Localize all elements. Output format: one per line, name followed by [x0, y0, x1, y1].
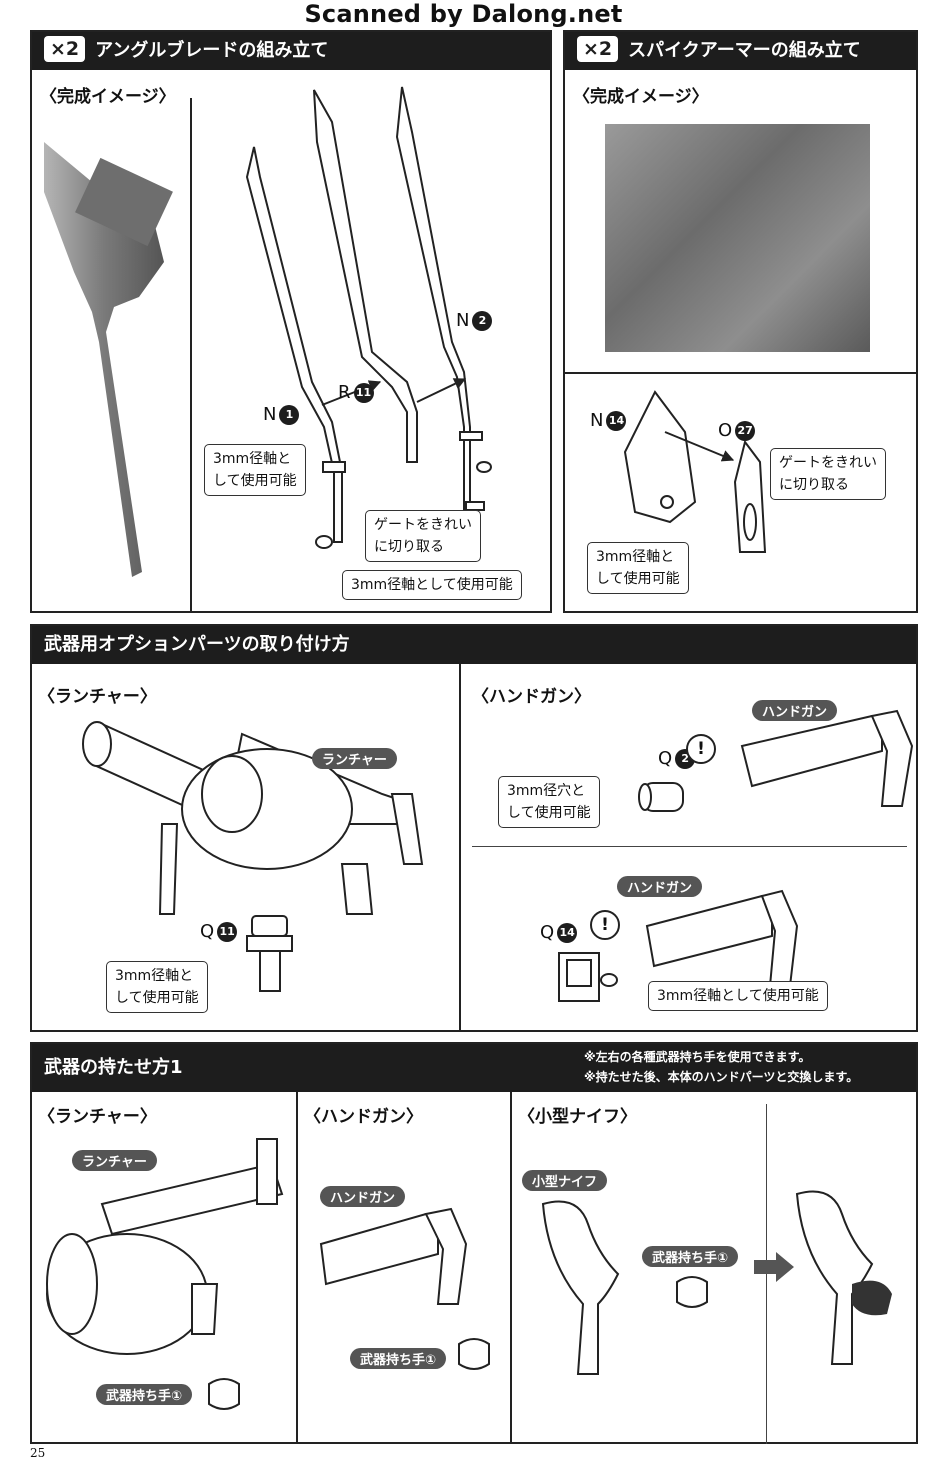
part-letter: O — [718, 420, 733, 441]
option-header: 武器用オプションパーツの取り付け方 — [32, 626, 916, 664]
knife-diagram — [541, 1200, 620, 1375]
blade-axis-inline-note: 3mm径軸として使用可能 — [342, 570, 522, 600]
part-letter: N — [590, 410, 604, 431]
handgun-top-diagram — [740, 709, 914, 807]
watermark-text: Scanned by Dalong.net — [304, 0, 623, 28]
hold-knife-hand: 武器持ち手① — [642, 1246, 739, 1267]
armor-completed-photo — [605, 124, 870, 352]
blade-subtitle: 〈完成イメージ〉 — [40, 87, 176, 107]
handgun-axis-note: 3mm径軸として使用可能 — [648, 981, 828, 1011]
part-number-badge: 2 — [472, 311, 493, 331]
blade-title: アングルブレードの組み立て — [95, 40, 329, 61]
hold-divider-2 — [510, 1092, 512, 1444]
armor-gate-note: ゲートをきれい に切り取る — [770, 448, 886, 500]
blade-gate-note: ゲートをきれい に切り取る — [365, 510, 481, 562]
armor-divider — [565, 372, 916, 374]
blade-header: ×2 アングルブレードの組み立て — [32, 32, 550, 70]
q2-part — [638, 782, 684, 812]
part-number-badge: 1 — [279, 405, 300, 425]
launcher-pill: ランチャー — [312, 748, 397, 769]
blade-photo-graphic — [44, 142, 173, 577]
blade-count-badge: ×2 — [44, 36, 86, 62]
warning-icon-top: ! — [686, 734, 716, 764]
option-launcher-subtitle: 〈ランチャー〉 — [38, 687, 157, 707]
blade-parts-diagram — [245, 86, 492, 549]
armor-subtitle: 〈完成イメージ〉 — [573, 87, 709, 107]
hold-handgun-pill: ハンドガン — [320, 1186, 406, 1207]
knife-held-diagram — [795, 1190, 892, 1365]
armor-parts-diagram — [623, 390, 767, 553]
part-number-badge: 14 — [606, 411, 627, 431]
hold-handgun-diagram — [319, 1207, 468, 1305]
part-letter: R — [338, 382, 351, 403]
part-number-badge: 11 — [217, 922, 238, 942]
part-letter: N — [456, 310, 470, 331]
hold-launcher-diagram — [46, 1138, 284, 1355]
part-letter: Q — [658, 748, 673, 769]
hand-icon-launcher — [208, 1378, 240, 1410]
handgun-bottom-diagram — [645, 889, 799, 987]
hold-knife-subtitle: 〈小型ナイフ〉 — [518, 1107, 637, 1127]
hold-panel: 武器の持たせ方1 ※左右の各種武器持ち手を使用できます。 ※持たせた後、本体のハ… — [30, 1042, 918, 1444]
page-number: 25 — [30, 1446, 46, 1460]
hold-launcher-subtitle: 〈ランチャー〉 — [38, 1107, 157, 1127]
hold-handgun-subtitle: 〈ハンドガン〉 — [304, 1107, 423, 1127]
handgun-pill-bottom: ハンドガン — [617, 876, 703, 897]
warning-icon-bottom: ! — [590, 910, 620, 940]
hold-knife-pill: 小型ナイフ — [522, 1170, 608, 1191]
launcher-diagram — [82, 721, 424, 915]
hand-icon-handgun — [458, 1338, 490, 1370]
option-handgun-subtitle: 〈ハンドガン〉 — [472, 687, 591, 707]
handgun-hole-note: 3mm径穴と して使用可能 — [498, 776, 600, 828]
q11-part — [246, 915, 293, 992]
armor-title: スパイクアーマーの組み立て — [628, 40, 861, 61]
hold-note-1: ※左右の各種武器持ち手を使用できます。 — [584, 1050, 811, 1064]
part-number-badge: 14 — [557, 923, 578, 943]
hold-note-2: ※持たせた後、本体のハンドパーツと交換します。 — [584, 1070, 859, 1084]
hold-header: 武器の持たせ方1 — [32, 1044, 916, 1092]
blade-axis-note: 3mm径軸と して使用可能 — [204, 444, 306, 496]
part-number-badge: 27 — [735, 421, 756, 441]
part-letter: Q — [540, 922, 555, 943]
option-divider — [459, 664, 461, 1032]
blade-completed-photo — [44, 132, 173, 582]
hold-divider-1 — [296, 1092, 298, 1444]
hold-handgun-hand: 武器持ち手① — [350, 1348, 447, 1369]
handgun-divider — [472, 846, 907, 847]
blade-divider — [190, 98, 192, 613]
q14-part — [558, 952, 618, 1002]
launcher-axis-note: 3mm径軸と して使用可能 — [106, 961, 208, 1013]
armor-header: ×2 スパイクアーマーの組み立て — [565, 32, 916, 70]
armor-count-badge: ×2 — [577, 36, 619, 62]
part-number-badge: 11 — [353, 383, 374, 403]
arrow-right-icon — [754, 1252, 794, 1282]
handgun-pill-top: ハンドガン — [752, 700, 838, 721]
hold-launcher-hand: 武器持ち手① — [96, 1384, 193, 1405]
hand-icon-knife — [676, 1276, 708, 1308]
hold-title: 武器の持たせ方1 — [44, 1057, 183, 1078]
armor-axis-note: 3mm径軸と して使用可能 — [587, 542, 689, 594]
hold-launcher-pill: ランチャー — [72, 1150, 157, 1171]
part-letter: Q — [200, 921, 215, 942]
part-letter: N — [263, 404, 277, 425]
